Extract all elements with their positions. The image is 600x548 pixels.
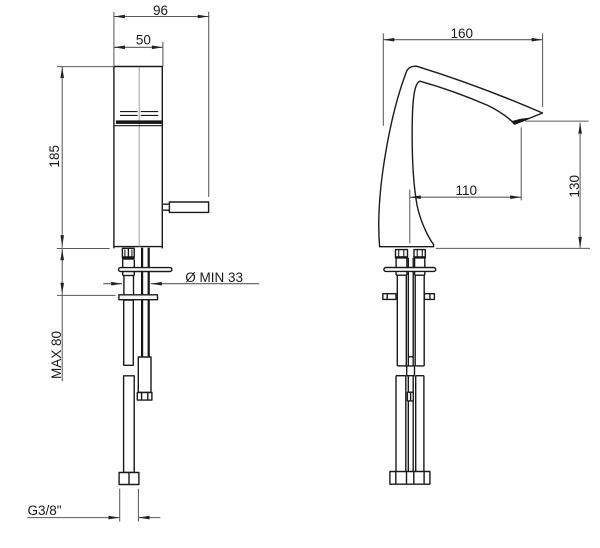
svg-text:MAX 80: MAX 80 — [49, 331, 64, 379]
svg-text:G3/8": G3/8" — [28, 503, 62, 518]
svg-text:110: 110 — [456, 183, 478, 198]
svg-text:130: 130 — [567, 175, 582, 198]
svg-text:50: 50 — [136, 32, 151, 47]
svg-text:185: 185 — [47, 145, 62, 168]
svg-text:160: 160 — [451, 26, 474, 41]
svg-text:96: 96 — [153, 3, 168, 18]
svg-text:Ø MIN 33: Ø MIN 33 — [185, 270, 243, 285]
